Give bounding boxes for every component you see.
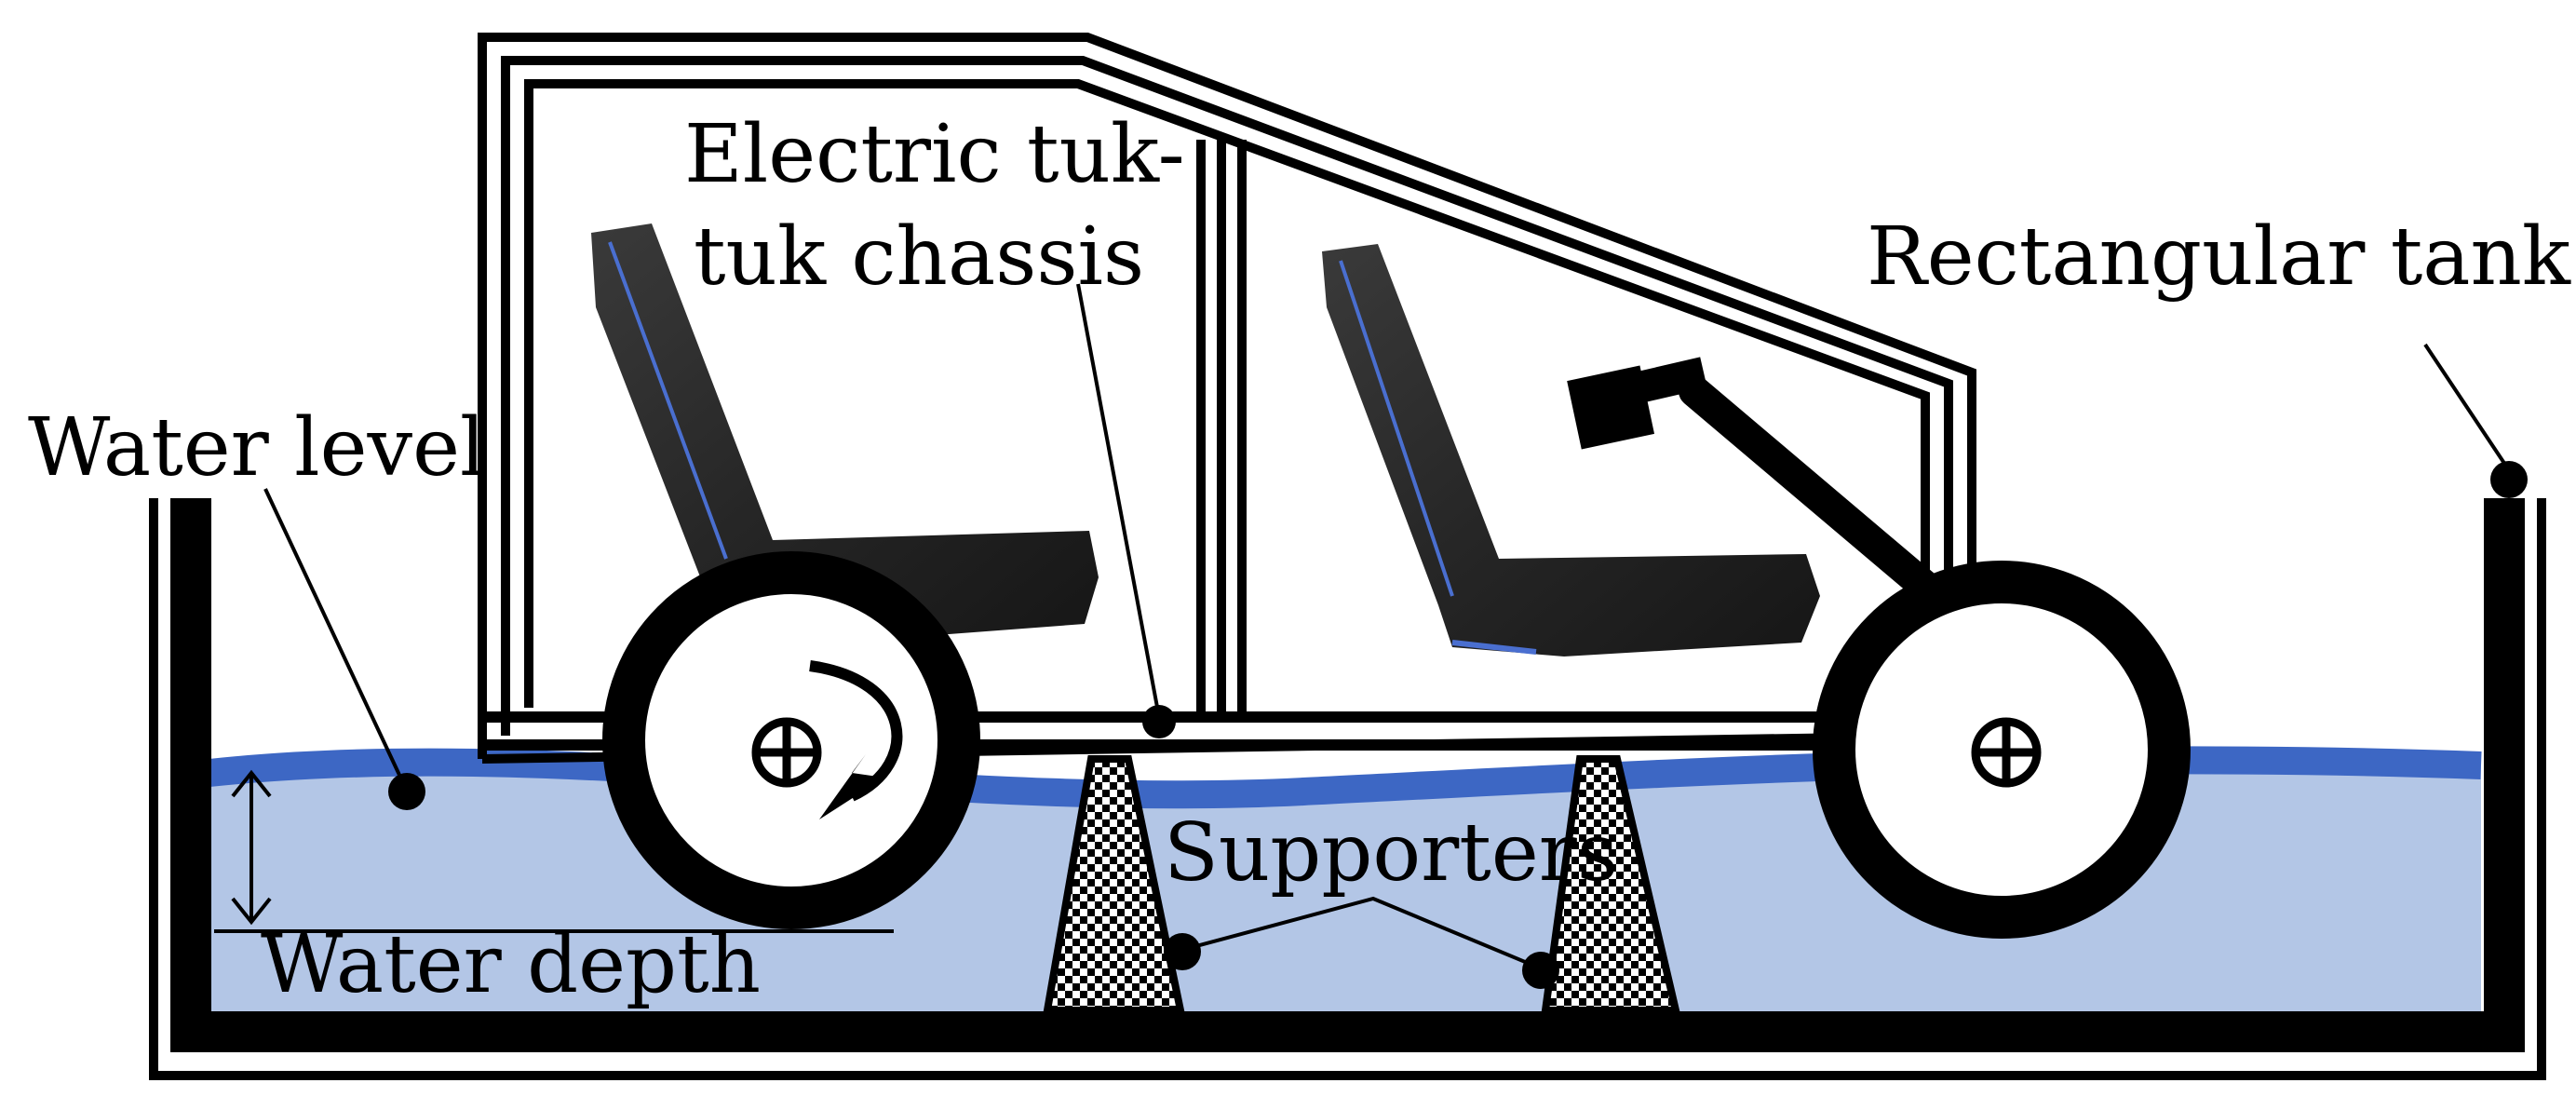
rear-seat: [591, 223, 1099, 643]
seat-icon: [1322, 244, 1820, 657]
water-depth-label: Water depth: [261, 918, 761, 1011]
tank-label: Rectangular tank: [1867, 210, 2571, 304]
water-level-label: Water level: [28, 401, 485, 494]
steering-wheel-icon: [1567, 365, 1655, 450]
chassis-label-line1: Electric tuk-: [684, 108, 1185, 201]
water-depth-indicator: [214, 769, 894, 933]
labels: Electric tuk- tuk chassis Rectangular ta…: [28, 108, 2571, 1011]
rectangular-tank: [149, 498, 2546, 1080]
chassis-label-line2: tuk chassis: [694, 210, 1144, 304]
steering: [1567, 357, 1952, 612]
front-seat: [1322, 244, 1820, 657]
wheel-hub-icon: [751, 717, 822, 788]
supporter-right: [1541, 755, 1681, 1014]
supporters-label: Supporters: [1164, 806, 1618, 900]
rear-wheel: [602, 551, 980, 929]
front-wheel: [1813, 561, 2191, 939]
wheel-hub-icon: [1971, 717, 2042, 788]
supporter-left: [1043, 755, 1185, 1014]
supporters: [1043, 755, 1681, 1014]
leaders: [263, 283, 2528, 989]
